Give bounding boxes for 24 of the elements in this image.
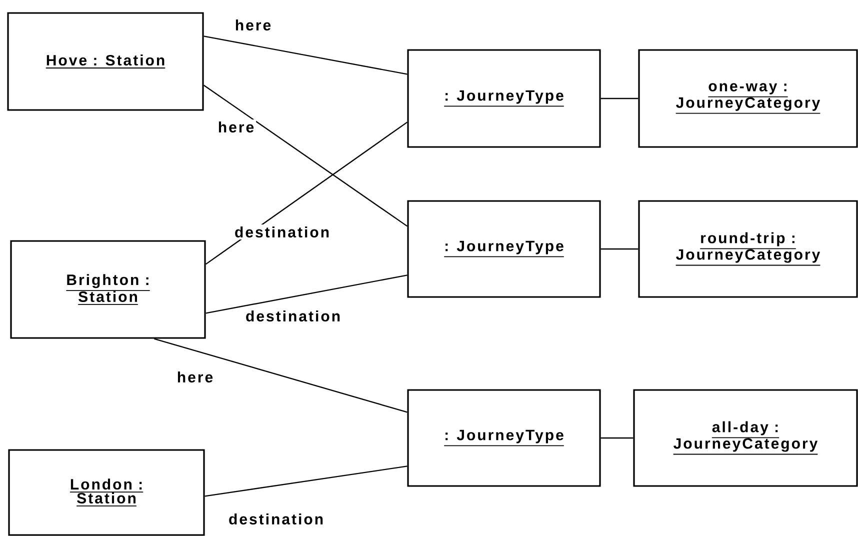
object-box: one-way : JourneyCategory	[638, 49, 858, 148]
edge-label: here	[232, 18, 274, 32]
object-box: all-day : JourneyCategory	[633, 389, 858, 487]
association-line	[600, 98, 638, 100]
association-line	[203, 84, 408, 227]
object-box: Brighton : Station	[10, 240, 206, 339]
object-box: round-trip : JourneyCategory	[638, 200, 858, 298]
association-line	[204, 466, 408, 497]
association-line	[205, 122, 408, 265]
association-line	[600, 248, 638, 250]
object-box: Hove : Station	[7, 12, 204, 111]
object-box: : JourneyType	[407, 200, 601, 298]
edge-label: destination	[244, 308, 342, 324]
association-line	[154, 338, 408, 413]
edge-label: destination	[226, 511, 326, 526]
association-line	[600, 437, 634, 439]
edge-label: here	[216, 119, 256, 134]
association-line	[206, 274, 408, 314]
object-box: : JourneyType	[407, 389, 601, 487]
edge-label: here	[174, 369, 216, 384]
association-line	[204, 36, 408, 75]
object-box: : JourneyType	[407, 49, 601, 148]
object-box: London : Station	[8, 449, 205, 536]
edge-label: destination	[232, 224, 332, 240]
